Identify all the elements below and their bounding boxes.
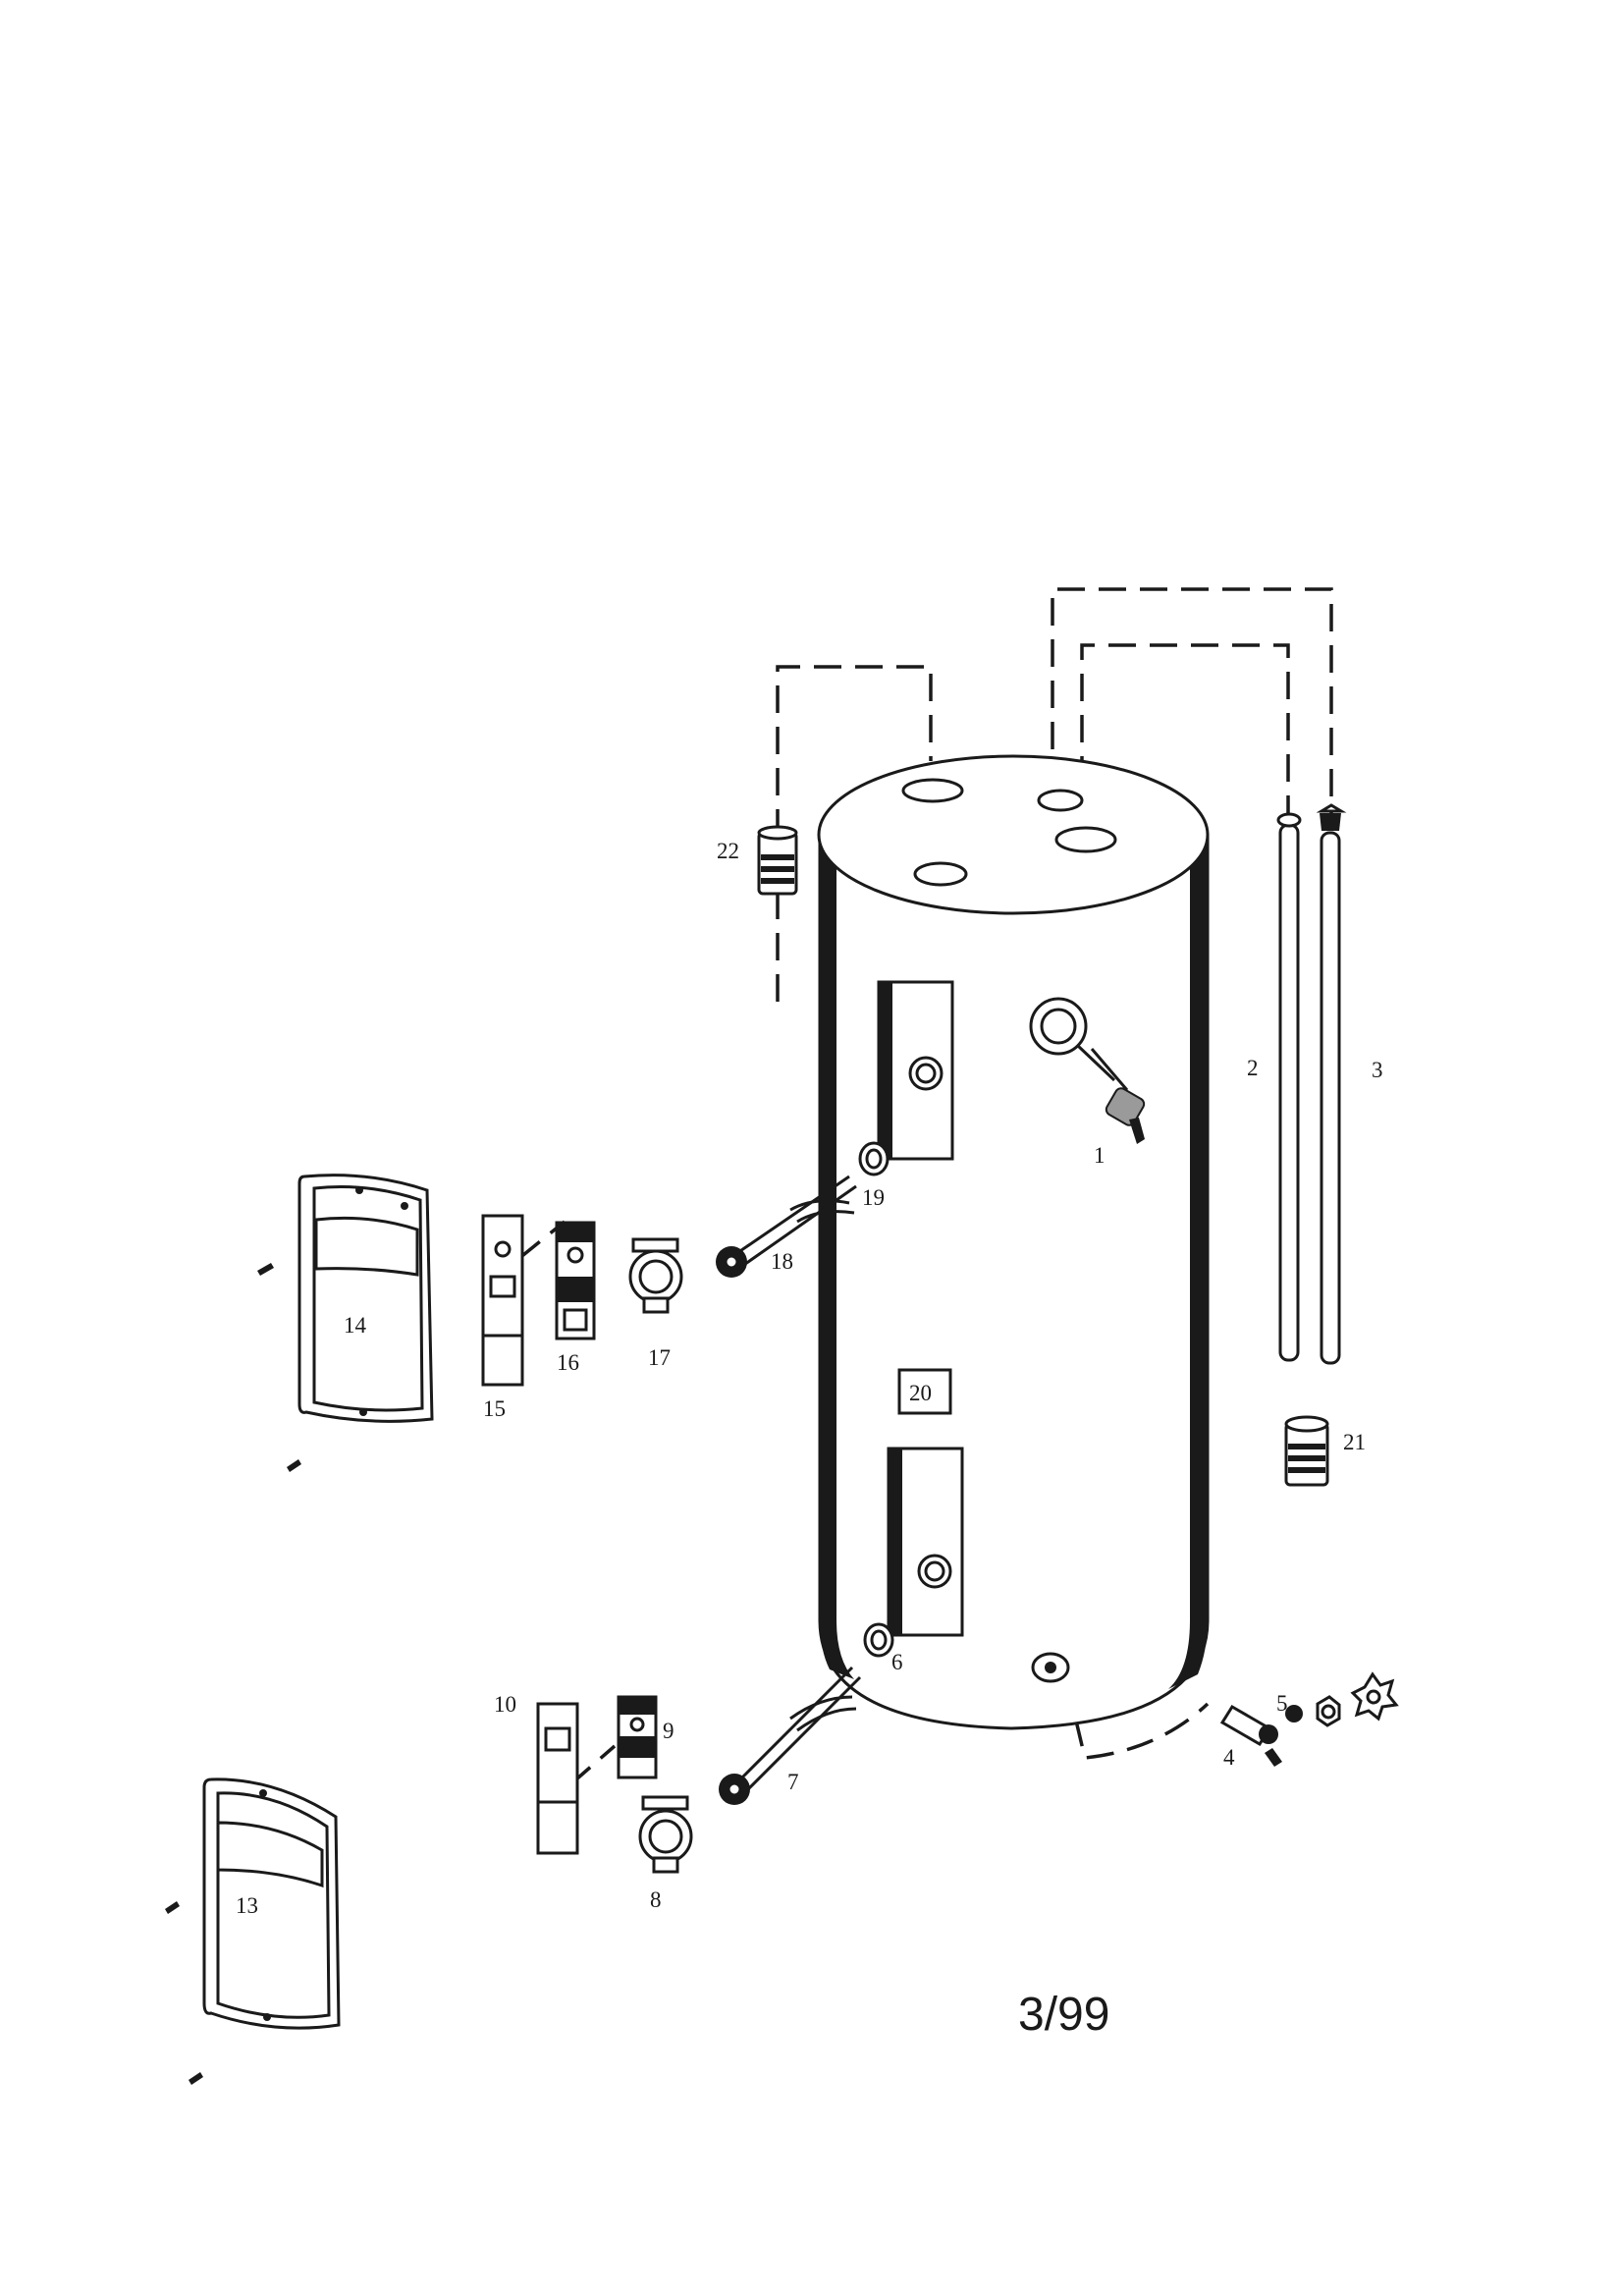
part-4-drain-valve	[1219, 1704, 1282, 1767]
part-14-upper-access-cover	[297, 1174, 434, 1423]
callout-22: 22	[717, 839, 739, 863]
callout-2: 2	[1247, 1056, 1259, 1080]
top-port-3	[1054, 826, 1117, 853]
part-13-lower-access-cover	[202, 1777, 341, 2030]
date-code: 3/99	[1018, 1989, 1109, 2041]
callout-7: 7	[787, 1770, 799, 1794]
part-10-insulation-shield	[536, 1702, 579, 1855]
lower-cover-screws	[165, 1901, 203, 2085]
callout-8: 8	[650, 1887, 662, 1912]
part-9-lower-thermostat	[617, 1695, 658, 1779]
part-16-upper-thermostat	[555, 1221, 596, 1340]
callout-16: 16	[557, 1350, 579, 1375]
part-19-gasket	[858, 1141, 890, 1176]
part-21-nipple	[1284, 1415, 1329, 1487]
callout-10: 10	[494, 1692, 516, 1717]
callout-labels: 1 2 3 4 5 6 7 8 9 10 13 14 15 16 17 18 1…	[236, 839, 1383, 1918]
callout-6: 6	[891, 1650, 903, 1674]
dash-to-part-3	[1051, 587, 1333, 813]
callout-9: 9	[663, 1719, 674, 1743]
dash-to-part-2	[1080, 643, 1290, 825]
top-port-2	[1037, 789, 1084, 812]
part-3-anode-rod	[1316, 803, 1347, 1365]
callout-3: 3	[1372, 1058, 1383, 1082]
callout-5: 5	[1276, 1691, 1288, 1716]
callout-21: 21	[1343, 1430, 1366, 1454]
part-8-thermostat-bracket	[638, 1795, 693, 1874]
callout-13: 13	[236, 1893, 258, 1918]
part-2-dip-tube	[1276, 812, 1302, 1362]
callout-17: 17	[648, 1345, 671, 1370]
water-heater-tank	[817, 754, 1210, 1730]
top-port-4	[913, 861, 968, 887]
callout-18: 18	[771, 1249, 793, 1274]
dash-to-drain-valve	[1064, 1678, 1210, 1760]
callout-20: 20	[909, 1381, 932, 1405]
top-port-1	[901, 778, 964, 803]
callout-4: 4	[1223, 1745, 1235, 1770]
callout-14: 14	[344, 1313, 367, 1338]
lower-element-opening	[887, 1447, 964, 1637]
part-1-relief-valve	[1076, 1044, 1146, 1144]
relief-valve-port	[1029, 997, 1088, 1056]
part-17-thermostat-bracket	[628, 1237, 683, 1314]
callout-15: 15	[483, 1396, 506, 1421]
part-6-gasket	[863, 1622, 894, 1658]
part-7-lower-element	[719, 1666, 862, 1805]
callout-1: 1	[1094, 1143, 1106, 1168]
part-22-nipple	[757, 825, 798, 896]
upper-element-opening	[877, 980, 954, 1161]
part-20-label-plate	[897, 1368, 952, 1415]
part-15-insulation-shield	[481, 1214, 524, 1387]
callout-19: 19	[862, 1185, 885, 1210]
part-5-drain-cap	[1285, 1671, 1399, 1727]
tank-top	[817, 754, 1210, 915]
part-18-upper-element	[716, 1175, 857, 1278]
upper-cover-screws	[257, 1263, 301, 1472]
